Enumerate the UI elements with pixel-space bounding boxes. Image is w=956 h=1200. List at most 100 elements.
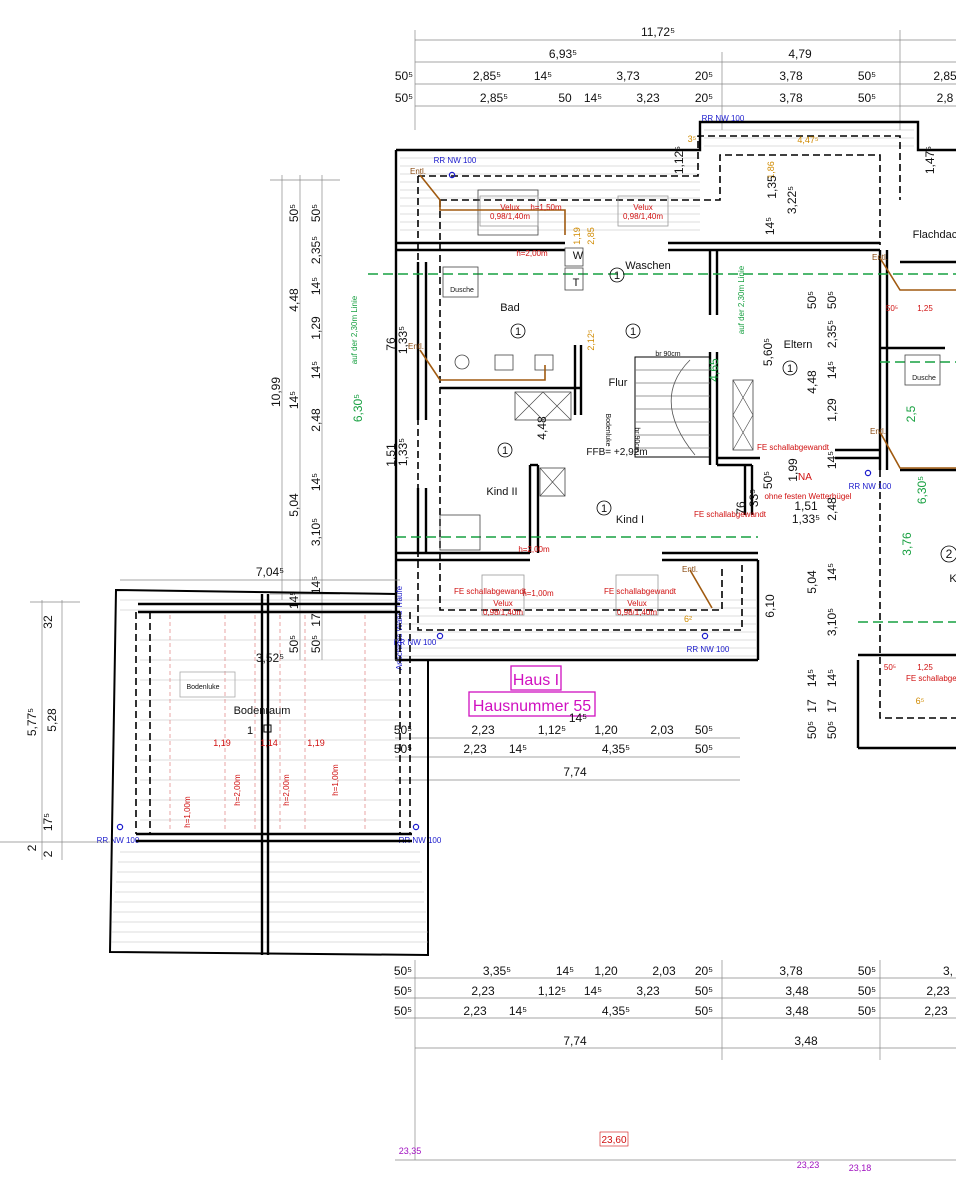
dim-m-13: 14⁵ — [825, 669, 839, 687]
level-1: 23,60 — [601, 1135, 626, 1146]
room-kind1: Kind I — [616, 514, 644, 526]
fe-label-1: FE schallabgewandt — [454, 587, 527, 596]
fe-label-4: FE schallabgewandt — [757, 443, 830, 452]
room-dusche-right: Dusche — [912, 375, 936, 382]
dim-hb2-1: 2,23 — [463, 742, 487, 756]
dim-attic-l-5: 2 — [41, 850, 55, 857]
dim-green-left: 6,30⁵ — [351, 394, 365, 422]
dim-green-376: 3,76 — [900, 532, 914, 556]
orange-10: 1,25 — [917, 663, 933, 672]
dim-left-outer-3: 76 — [384, 337, 398, 351]
rr-point-5 — [116, 823, 124, 831]
dim-r2-0: 50⁵ — [395, 91, 413, 105]
dim-hb1-2: 1,12⁵ — [538, 723, 566, 737]
velux-label-4: Velux — [627, 599, 647, 608]
dim-attic-width: 7,04⁵ — [256, 565, 284, 579]
rr-label-6: RR NW 100 — [97, 836, 140, 845]
dim-m-12: 3,10⁵ — [825, 608, 839, 636]
dim-m-14: 17 — [825, 699, 839, 713]
footer-dimension-chain: 50⁵ 3,35⁵ 14⁵ 1,20 2,03 20⁵ 3,78 50⁵ 3, … — [394, 960, 956, 1160]
dim-f2-2: 1,12⁵ — [538, 984, 566, 998]
dim-lv-11: 50⁵ — [287, 635, 301, 653]
dim-r2-7: 50⁵ — [858, 91, 876, 105]
dim-attic-l-1: 5,77⁵ — [25, 708, 39, 736]
dim-f2-5: 50⁵ — [695, 984, 713, 998]
dim-m-18: 1,99 — [786, 458, 800, 482]
dim-m-15b: 50⁵ — [805, 721, 819, 739]
velux-label-3: Velux — [493, 599, 513, 608]
room-no-kind1: 1 — [601, 503, 607, 515]
dim-m-0: 50⁵ — [805, 291, 819, 309]
dim-top-total: 11,72⁵ — [641, 25, 675, 39]
dim-m-15: 50⁵ — [825, 721, 839, 739]
attic-h100-left: h=1,00m — [183, 796, 192, 828]
dim-hb2-0: 50⁵ — [394, 742, 412, 756]
dim-lv-4: 14⁵ — [309, 361, 323, 379]
dim-hb2-3: 4,35⁵ — [602, 742, 630, 756]
dim-rt-4: 14⁵ — [763, 217, 777, 235]
dim-f3-1: 2,23 — [463, 1004, 487, 1018]
dim-f3-0: 50⁵ — [394, 1004, 412, 1018]
dim-top-sub1: 6,93⁵ — [549, 47, 577, 61]
room-kind2: Kind II — [486, 486, 517, 498]
dim-left-outer-4: 1,33⁵ — [396, 326, 410, 354]
dim-f3-6: 50⁵ — [858, 1004, 876, 1018]
velux-label-2: Velux — [633, 203, 653, 212]
desk-kind2 — [439, 514, 481, 551]
dim-r1-1: 2,85⁵ — [473, 69, 501, 83]
attic-h200-right: h=2,00m — [282, 774, 291, 806]
rr-label-5: RR NW 100 — [849, 482, 892, 491]
rr-point-6 — [412, 823, 420, 831]
dim-flur-179: 4,48 — [535, 416, 549, 440]
dim-ft-0: 7,74 — [563, 1034, 587, 1048]
label-auf-line-right: auf der 2,30m Linie — [737, 265, 746, 334]
dim-m-20: 33⁵ — [747, 489, 761, 507]
dim-attic-l-2: 5,28 — [45, 708, 59, 732]
room-dusche: Dusche — [450, 287, 474, 294]
dim-lv-3: 1,29 — [309, 316, 323, 340]
attic-block: 7,04⁵ 3,52⁵ — [108, 565, 429, 957]
wardrobe-kind2 — [539, 467, 566, 497]
dim-f3-4: 50⁵ — [695, 1004, 713, 1018]
dim-f1-0: 50⁵ — [394, 964, 412, 978]
sink-2 — [534, 354, 554, 371]
room-no-eltern: 1 — [787, 363, 793, 375]
house-title: Haus I Hausnummer 55 — [468, 665, 596, 717]
dim-lv-5: 2,48 — [309, 408, 323, 432]
label-br90: br 90cm — [655, 351, 680, 358]
orange-2: 1,86 — [766, 161, 776, 179]
dim-r1-3: 3,73 — [616, 69, 640, 83]
room-t: T — [573, 277, 580, 289]
velux-window-2 — [617, 195, 669, 227]
room-numbers: 1 1 1 1 1 1 2 K — [497, 267, 956, 585]
rainwater-pipes — [116, 171, 872, 831]
room-no-bad: 1 — [515, 326, 521, 338]
dim-r2-6: 3,78 — [779, 91, 803, 105]
label-ffb: FFB= +2,92m — [586, 447, 647, 458]
dim-m-9: 1,33⁵ — [792, 512, 820, 526]
room-no-flur: 1 — [630, 326, 636, 338]
label-br90-vertical: br 90cm — [633, 427, 640, 452]
dim-m-13b: 14⁵ — [805, 669, 819, 687]
dim-f1-1: 3,35⁵ — [483, 964, 511, 978]
orange-6: 2,12⁵ — [586, 329, 596, 351]
velux-size-1: 0,98/1,40m — [490, 212, 530, 221]
orange-9: 50⁵ — [884, 663, 896, 672]
orange-dimensions: 3⁵ 4,47⁵ 1,86 2,85 1,19 2,12⁵ 6² 6⁵ 50⁵ … — [572, 134, 933, 706]
washer-box — [564, 247, 584, 267]
label-na: NA — [798, 472, 812, 483]
left-dimension-chain: 10,99 4,48 5,04 50⁵ 50⁵ 2,35⁵ 14⁵ 1,29 1… — [269, 175, 410, 660]
fe-label-3: FE schallabgewandt — [694, 510, 767, 519]
dim-f1-6: 3,78 — [779, 964, 803, 978]
cabinet-flur — [514, 391, 572, 421]
velux-window-1 — [479, 195, 539, 227]
rr-point-3 — [701, 632, 709, 640]
shower-tray — [442, 266, 479, 298]
room-w: W — [573, 250, 584, 262]
dim-m-11: 14⁵ — [825, 563, 839, 581]
dim-r1-0: 50⁵ — [395, 69, 413, 83]
level-0: 23,35 — [399, 1146, 422, 1156]
dim-lv-9: 14⁵ — [309, 576, 323, 594]
room-bodenraum: Bodenraum — [234, 705, 291, 717]
hausnummer-label: Hausnummer 55 — [473, 698, 591, 715]
